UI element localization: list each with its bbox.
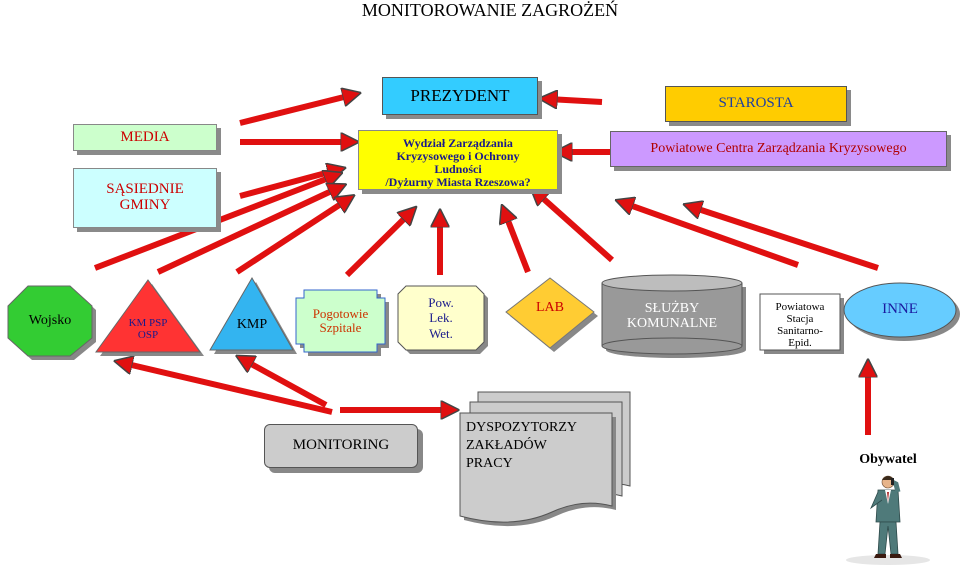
arrow-lab-up — [505, 213, 531, 274]
node-kmp: KMP — [222, 310, 282, 340]
node-wojsko-shape — [7, 285, 93, 357]
node-lab-shape — [505, 277, 595, 349]
node-km-psp-line-1: KM PSP — [128, 317, 168, 330]
businessman-phone-icon — [846, 475, 930, 565]
node-dyspozytorzy-line-3: PRACY — [466, 456, 513, 471]
node-stacja-line-2: Stacja — [786, 312, 814, 325]
node-wojsko: Wojsko — [8, 286, 92, 356]
node-obywatel: Obywatel — [838, 448, 938, 565]
node-lab-label: LAB — [536, 299, 564, 315]
arrow-media-prezydent — [239, 95, 352, 126]
node-prezydent-label: PREZYDENT — [410, 86, 510, 106]
node-media-label: MEDIA — [120, 128, 170, 145]
arrow-gminy-wydzial — [239, 170, 337, 199]
node-media: MEDIA — [73, 124, 217, 151]
node-monitoring-label: MONITORING — [292, 437, 390, 454]
arrow-monitoring-kmp — [244, 360, 328, 408]
arrow-kmp-up — [235, 200, 347, 275]
node-powiatowe-centrum-label: Powiatowe Centra Zarządzania Kryzysowego — [650, 140, 907, 156]
node-dyspozytorzy-line-1: DYSPOZYTORZY — [466, 420, 577, 435]
node-pogotowie: Pogotowie Szpitale — [296, 290, 385, 352]
node-wydzial-line-1: Wydział Zarządzania — [403, 136, 513, 150]
node-inne: INNE — [850, 296, 950, 324]
node-km-psp: KM PSP OSP — [115, 310, 181, 350]
node-km-psp-line-2: OSP — [137, 329, 159, 341]
node-prezydent: PREZYDENT — [382, 77, 538, 115]
arrow-pogotowie-up — [344, 213, 410, 278]
arrow-starosta-prezydent — [548, 99, 603, 102]
node-pogotowie-line-2: Szpitale — [319, 320, 362, 335]
node-pow-lek-wet-line-2: Lek. — [429, 310, 453, 326]
node-pow-lek-wet-shape — [397, 285, 485, 351]
arrow-monitoring-wojsko — [123, 363, 333, 415]
node-starosta: STAROSTA — [665, 86, 847, 122]
node-sluzby-komunalne: SŁUŻBY KOMUNALNE — [602, 292, 742, 342]
arrow-kmpsp-up — [156, 188, 338, 275]
node-stacja-line-3: Sanitarno- — [777, 325, 823, 337]
arrow-sluzby-up — [537, 193, 614, 263]
page-title: MONITOROWANIE ZAGROŻEŃ — [361, 0, 619, 20]
arrow-stacja-pczk — [624, 203, 800, 268]
node-powiatowe-centrum: Powiatowe Centra Zarządzania Kryzysowego — [610, 131, 947, 167]
node-wydzial-line-3: Ludności — [434, 162, 482, 176]
node-dyspozytorzy: DYSPOZYTORZY ZAKŁADÓW PRACY — [466, 419, 606, 473]
node-pogotowie-line-1: Pogotowie — [312, 306, 369, 322]
node-pow-lek-wet-line-1: Pow. — [428, 294, 454, 310]
node-stacja-line-1: Powiatowa — [775, 300, 825, 313]
node-obywatel-label: Obywatel — [859, 452, 917, 467]
node-wojsko-label: Wojsko — [28, 312, 72, 328]
node-sasiednie-gminy: SĄSIEDNIE GMINY — [73, 168, 217, 228]
node-starosta-label: STAROSTA — [718, 95, 794, 112]
node-lab: LAB — [516, 294, 584, 322]
node-dyspozytorzy-line-2: ZAKŁADÓW — [466, 438, 547, 453]
node-sasiednie-gminy-label: SĄSIEDNIE GMINY — [106, 181, 184, 213]
node-km-psp-shape — [95, 279, 201, 353]
node-wydzial-line-4: /Dyżurny Miasta Rzeszowa? — [385, 175, 531, 189]
node-sluzby-shape — [602, 283, 742, 346]
node-monitoring: MONITORING — [264, 424, 418, 468]
node-inne-label: INNE — [882, 301, 918, 318]
node-wydzial: Wydział Zarządzania Kryzysowego i Ochron… — [358, 130, 558, 190]
node-pogotowie-shape — [295, 289, 386, 353]
node-inne-shape — [843, 282, 957, 338]
node-powiatowa-stacja: Powiatowa Stacja Sanitarno- Epid. — [760, 298, 840, 352]
node-sluzby-line-1: SŁUŻBY — [644, 301, 700, 317]
node-pow-lek-wet: Pow. Lek. Wet. — [398, 286, 484, 350]
node-kmp-shape — [209, 276, 294, 351]
node-powiatowa-stacja-shape — [759, 293, 841, 351]
arrow-inne-pczk — [692, 207, 879, 271]
node-sluzby-line-2: KOMUNALNE — [626, 316, 718, 331]
node-kmp-label: KMP — [236, 316, 268, 332]
node-stacja-line-4: Epid. — [788, 337, 812, 350]
node-pow-lek-wet-line-3: Wet. — [429, 325, 453, 341]
node-wydzial-line-2: Kryzysowego i Ochrony — [396, 149, 520, 163]
